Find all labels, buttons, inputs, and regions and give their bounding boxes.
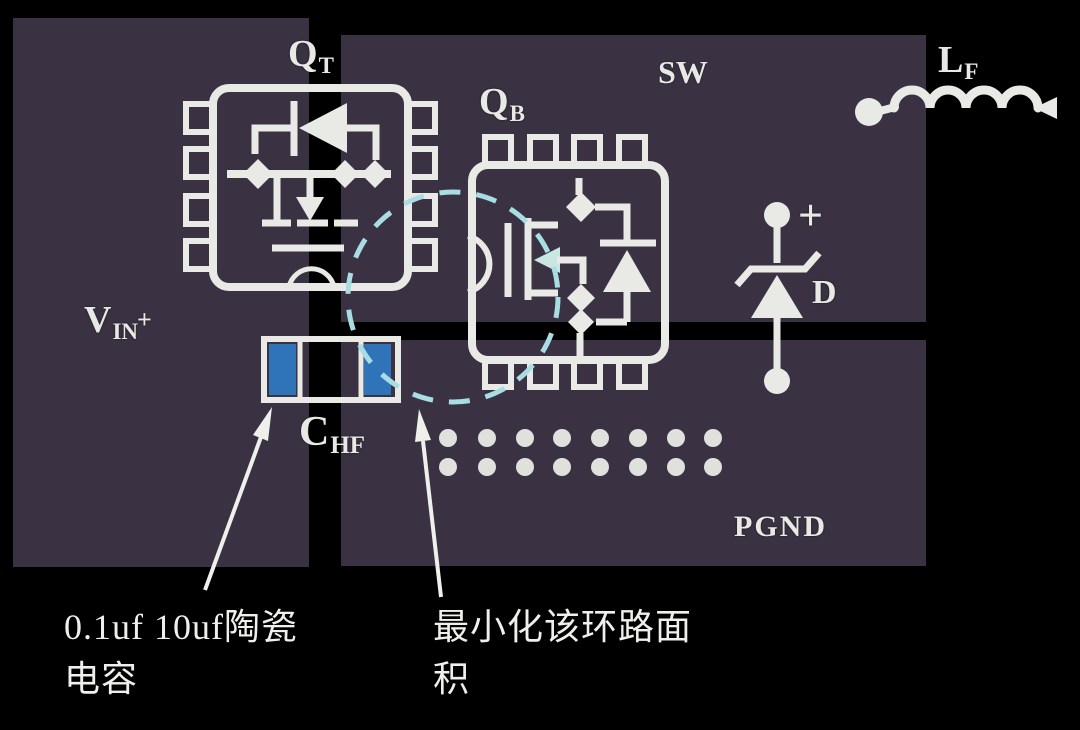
diode-label: D	[812, 274, 837, 311]
via-array	[439, 429, 722, 476]
pgnd-plane	[341, 340, 926, 566]
loop-note-line2: 积	[433, 659, 471, 699]
chf-capacitor-icon	[261, 336, 401, 403]
copper-planes	[13, 18, 926, 567]
capacitor-note: 0.1uf 10uf陶瓷 电容	[64, 601, 298, 705]
loop-area-circle	[345, 189, 561, 405]
qt-label: QT	[288, 33, 334, 78]
pgnd-plane-label: PGND	[734, 510, 827, 543]
loop-arrow-icon	[415, 409, 443, 598]
diode-icon	[734, 202, 822, 394]
diode-polarity-label: +	[798, 191, 824, 240]
qb-mosfet-icon	[467, 134, 669, 390]
annotation-arrows	[203, 407, 443, 598]
sw-plane-label: SW	[658, 54, 708, 90]
loop-note: 最小化该环路面 积	[433, 601, 692, 705]
chf-label: CHF	[299, 409, 366, 459]
vin-plane-label: VIN+	[84, 299, 152, 344]
lf-label: LF	[938, 39, 979, 84]
silkscreen-layer	[183, 84, 1057, 476]
capacitor-arrow-icon	[203, 407, 272, 591]
qt-mosfet-icon	[183, 84, 438, 291]
vin-plane	[13, 18, 309, 567]
qb-label: QB	[479, 81, 525, 126]
loop-note-line1: 最小化该环路面	[433, 607, 693, 647]
inductor-icon	[855, 85, 1057, 126]
capacitor-note-line1: 0.1uf 10uf陶瓷	[64, 607, 298, 647]
capacitor-note-line2: 电容	[64, 659, 139, 699]
